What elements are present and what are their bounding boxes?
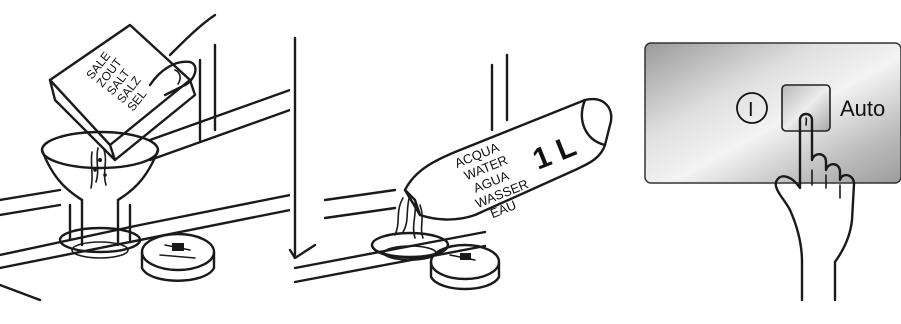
hand-holding-box [150, 15, 215, 95]
step-1-add-salt-illustration: SALE ZOUT SALT SALZ SEL [0, 0, 290, 324]
dishwasher-wall [0, 45, 290, 300]
step-3-press-auto-illustration: I Auto [630, 0, 901, 324]
step-2-add-water-illustration: ACQUA WATER AGUA WASSER EAU 1 L [285, 0, 625, 324]
auto-label: Auto [840, 96, 885, 121]
reservoir-cap [142, 234, 214, 281]
bottle-volume-label: 1 L [528, 130, 581, 177]
power-symbol-label: I [748, 99, 754, 121]
water-stream [395, 195, 423, 238]
salt-box: SALE ZOUT SALT SALZ SEL [50, 25, 195, 160]
